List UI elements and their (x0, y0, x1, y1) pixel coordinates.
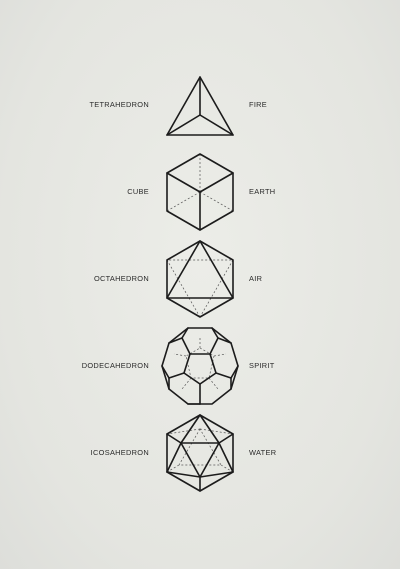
solid-row-octahedron: OCTAHEDRON AIR (0, 239, 400, 319)
tetrahedron-figure (160, 65, 240, 145)
solid-row-icosahedron: ICOSAHEDRON (0, 413, 400, 493)
element-label: FIRE (249, 100, 268, 109)
solid-row-dodecahedron: DODECAHEDRON (0, 326, 400, 406)
solid-name-label: CUBE (127, 187, 149, 196)
element-label: AIR (249, 274, 263, 283)
solid-row-tetrahedron: TETRAHEDRON FIRE (0, 65, 400, 145)
cube-figure (160, 152, 240, 232)
solid-name-label: OCTAHEDRON (93, 274, 149, 283)
solid-row-cube: CUBE EARTH (0, 152, 400, 232)
icosahedron-figure (160, 413, 240, 493)
element-label: WATER (249, 448, 277, 457)
element-label: SPIRIT (249, 361, 275, 370)
octahedron-figure (160, 239, 240, 319)
solid-name-label: TETRAHEDRON (89, 100, 149, 109)
solid-name-label: DODECAHEDRON (81, 361, 149, 370)
dodecahedron-figure (160, 326, 240, 406)
element-label: EARTH (249, 187, 276, 196)
solid-name-label: ICOSAHEDRON (90, 448, 149, 457)
